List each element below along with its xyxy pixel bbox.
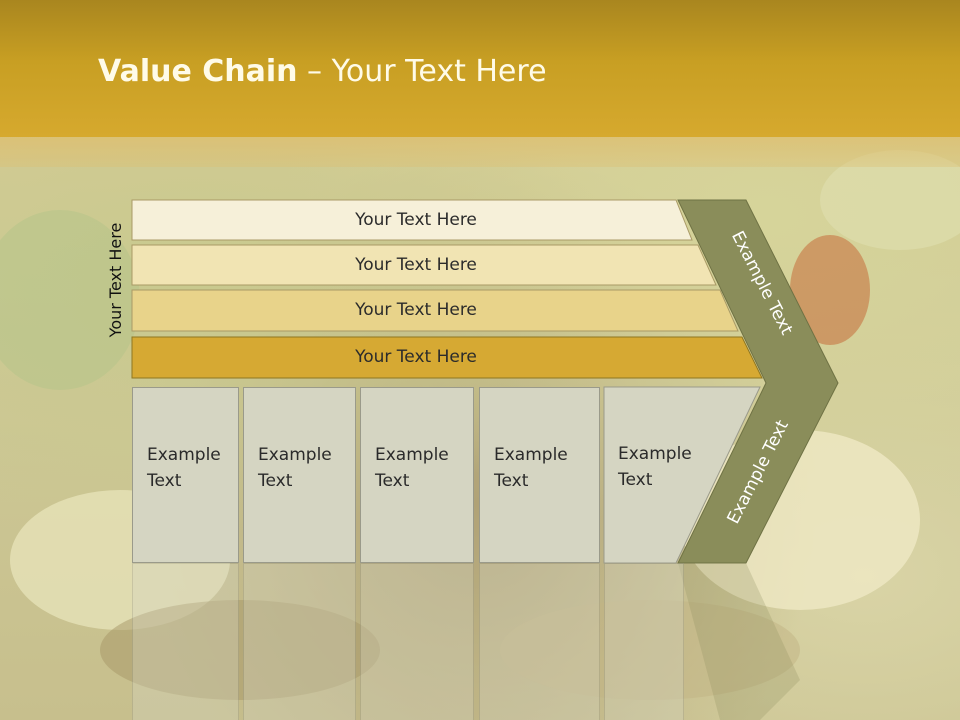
- column-3-label: Example Text: [375, 445, 449, 491]
- column-1: Example Text: [132, 387, 239, 563]
- row-1-label: Your Text Here: [355, 210, 477, 230]
- row-1-shape: [131, 199, 693, 241]
- column-4-reflection: [479, 563, 600, 720]
- slide-title: Value Chain – Your Text Here: [98, 54, 547, 89]
- title-bar-fade: [0, 137, 960, 167]
- row-1: Your Text Here: [132, 200, 676, 240]
- column-5-reflection: [604, 563, 684, 720]
- title-rest: – Your Text Here: [297, 54, 547, 89]
- row-4-label: Your Text Here: [355, 347, 477, 367]
- chevron-reflection: [678, 563, 800, 720]
- row-2-label: Your Text Here: [355, 255, 477, 275]
- column-3-reflection: [360, 563, 474, 720]
- row-4-shape: [131, 336, 763, 379]
- title-bar: [0, 0, 960, 137]
- column-2: Example Text: [243, 387, 356, 563]
- row-2: Your Text Here: [132, 245, 698, 285]
- row-4: Your Text Here: [132, 337, 742, 377]
- row-3-label: Your Text Here: [355, 300, 477, 320]
- title-bold: Value Chain: [98, 54, 298, 89]
- column-4: Example Text: [479, 387, 600, 563]
- row-2-shape: [131, 244, 717, 286]
- column-3: Example Text: [360, 387, 474, 563]
- column-1-reflection: [132, 563, 239, 720]
- column-5-label: Example Text: [618, 444, 692, 490]
- row-3-shape: [131, 289, 739, 332]
- column-2-reflection: [243, 563, 356, 720]
- chevron-arrow: [677, 199, 839, 564]
- row-3: Your Text Here: [132, 290, 720, 330]
- column-2-label: Example Text: [258, 445, 332, 491]
- last-column-shape: [603, 386, 761, 564]
- column-1-label: Example Text: [147, 445, 221, 491]
- column-4-label: Example Text: [494, 445, 568, 491]
